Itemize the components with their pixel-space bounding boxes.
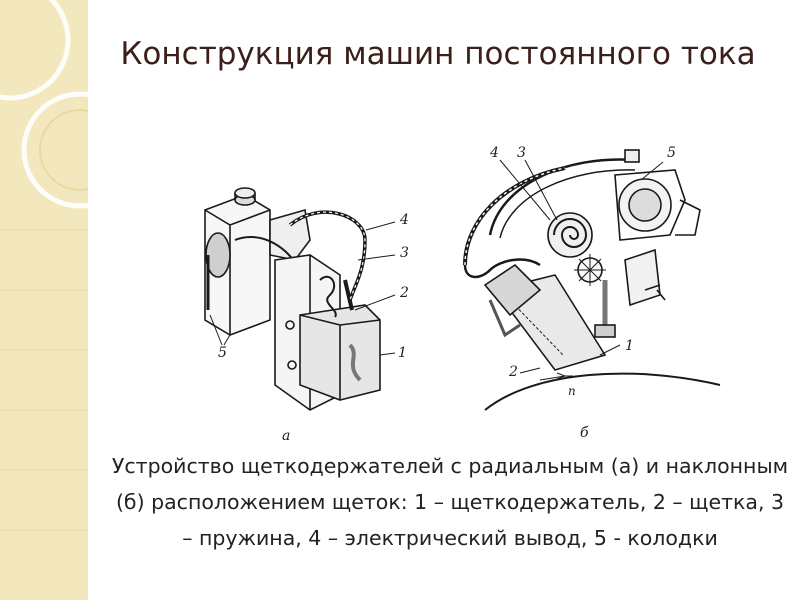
callout-a-1: 1 [398,345,407,361]
decorative-side-band [0,0,88,600]
callout-b-2: 2 [509,364,518,380]
brush-holder-inclined-illustration [463,149,721,411]
figure-caption: Устройство щеткодержателей с радиальным … [111,454,789,550]
callout-b-3: 3 [517,145,526,161]
brush-holder-radial-drawing: 4 3 2 1 5 [190,185,420,425]
callout-a-5: 5 [218,345,227,361]
brush-holder-inclined-drawing: 4 3 5 1 2 n [445,140,725,420]
rotation-direction-label: n [568,384,576,398]
decorative-rings [0,0,88,531]
callout-a-3: 3 [400,245,409,261]
slide-title: Конструкция машин постоянного тока [120,36,756,72]
callout-b-1: 1 [625,338,634,354]
figure-label-a: а [282,428,291,444]
brush-holder-radial-illustration [204,187,396,411]
figure-label-b: б [580,425,589,441]
callout-b-5: 5 [667,145,676,161]
callout-b-4: 4 [490,145,499,161]
callout-a-2: 2 [400,285,409,301]
callout-a-4: 4 [400,212,409,228]
